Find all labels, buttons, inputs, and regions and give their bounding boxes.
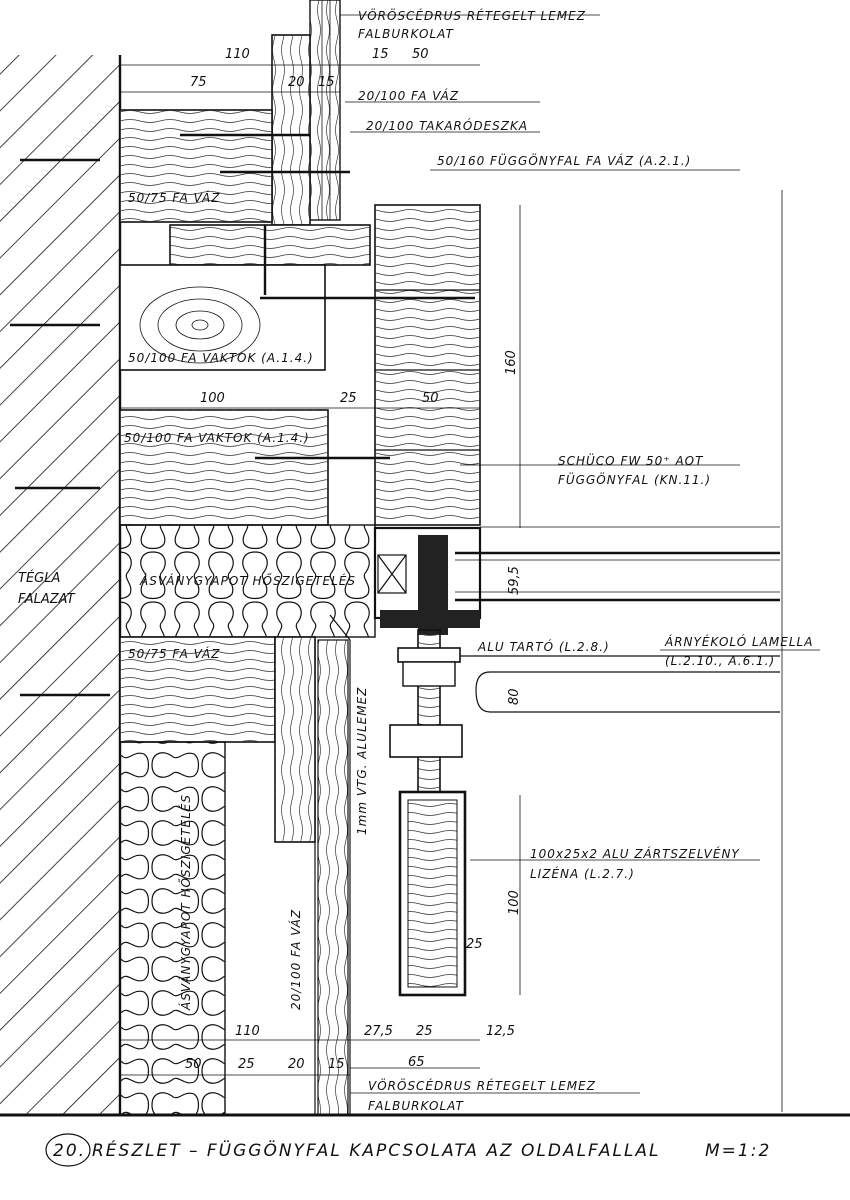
leader-lines (340, 14, 820, 1094)
dim-75-top: 75 (190, 75, 207, 90)
label-veneer-bottom-2: FALBURKOLAT (368, 1099, 464, 1113)
label-bracket: ALU TARTÓ (L.2.8.) (477, 639, 610, 654)
label-frame-20-100-top: 20/100 FA VÁZ (358, 88, 459, 103)
dim-15b-top: 15 (318, 75, 335, 90)
timber-blind-frame-1 (119, 264, 326, 371)
label-cover-board: 20/100 TAKARÓDESZKA (366, 118, 528, 133)
label-veneer-top-1: VÖRÖSCÉDRUS RÉTEGELT LEMEZ (358, 7, 586, 23)
label-frame-50-75-top: 50/75 FA VÁZ (128, 190, 220, 205)
dim-15-top: 15 (372, 47, 389, 62)
dim-110-top: 110 (225, 47, 250, 62)
label-frame-20-100-vertical: 20/100 FA VÁZ (288, 909, 303, 1010)
dim-25-bottom: 25 (416, 1024, 433, 1039)
dimension-lines (120, 64, 783, 1112)
insulation-vertical (119, 741, 226, 1116)
detail-number-circle (45, 1133, 91, 1167)
label-frame-50-75-mid: 50/75 FA VÁZ (128, 646, 220, 661)
dim-20-top: 20 (288, 75, 305, 90)
brick-wall (0, 55, 122, 1115)
dim-59-5: 59,5 (507, 566, 522, 595)
shade-lamella (475, 671, 780, 713)
label-alu-sheet: 1mm VTG. ALULEMEZ (355, 687, 369, 835)
label-curtain-frame: 50/160 FÜGGÖNYFAL FA VÁZ (A.2.1.) (437, 152, 691, 168)
label-schuco-1: SCHÜCO FW 50⁺ AOT (558, 452, 704, 468)
label-box-2: LIZÉNA (L.2.7.) (530, 866, 635, 881)
label-blind-frame-1: 50/100 FA VAKTOK (A.1.4.) (128, 351, 314, 365)
cedar-cladding-bottom (317, 639, 349, 1116)
alu-bracket (389, 629, 780, 796)
dim-110-bottom: 110 (235, 1024, 260, 1039)
dim-20-bottom: 20 (288, 1057, 305, 1072)
dim-160: 160 (504, 350, 519, 375)
label-veneer-bottom-1: VÖRÖSCÉDRUS RÉTEGELT LEMEZ (368, 1077, 596, 1093)
dim-12-5: 12,5 (486, 1024, 515, 1039)
schuco-profile (373, 526, 482, 635)
dim-100-vertical: 100 (507, 890, 522, 915)
dim-25b-bottom: 25 (238, 1057, 255, 1072)
dim-50-top: 50 (412, 47, 429, 62)
dim-50-bottom: 50 (185, 1057, 202, 1072)
dim-15-bottom: 15 (328, 1057, 345, 1072)
label-insulation-vertical: ÁSVÁNYGYAPOT HŐSZIGETELÉS (178, 794, 193, 1011)
dim-65: 65 (408, 1055, 425, 1070)
label-schuco-2: FÜGGÖNYFAL (KN.11.) (558, 471, 711, 487)
dim-80: 80 (507, 688, 522, 705)
glazing (455, 526, 780, 602)
curtain-wall-timber-frame (374, 204, 481, 526)
alu-hollow-section (398, 790, 467, 997)
cedar-cladding-top (309, 0, 341, 221)
dim-100-mid: 100 (200, 391, 225, 406)
dim-50-mid: 50 (422, 391, 439, 406)
screws (10, 133, 475, 697)
label-lamella-1: ÁRNYÉKOLÓ LAMELLA (664, 634, 813, 649)
label-blind-frame-2: 50/100 FA VAKTOK (A.1.4.) (124, 431, 310, 445)
label-lamella-2: (L.2.10., A.6.1.) (665, 654, 775, 668)
detail-title: RÉSZLET – FÜGGÖNYFAL KAPCSOLATA AZ OLDAL… (92, 1139, 661, 1161)
detail-number: 20. (53, 1141, 86, 1161)
drawing-scale: M=1:2 (705, 1141, 771, 1161)
label-insulation-horizontal: ÁSVÁNYGYAPOT HŐSZIGETELÉS (139, 573, 356, 588)
label-veneer-top-2: FALBURKOLAT (358, 27, 454, 41)
label-brick-2: FALAZAT (18, 592, 76, 607)
dim-25-vertical: 25 (466, 937, 483, 952)
label-box-1: 100x25x2 ALU ZÁRTSZELVÉNY (530, 846, 740, 861)
dim-27-5: 27,5 (364, 1024, 393, 1039)
label-brick-1: TÉGLA (18, 570, 60, 586)
dim-25-mid: 25 (340, 391, 357, 406)
